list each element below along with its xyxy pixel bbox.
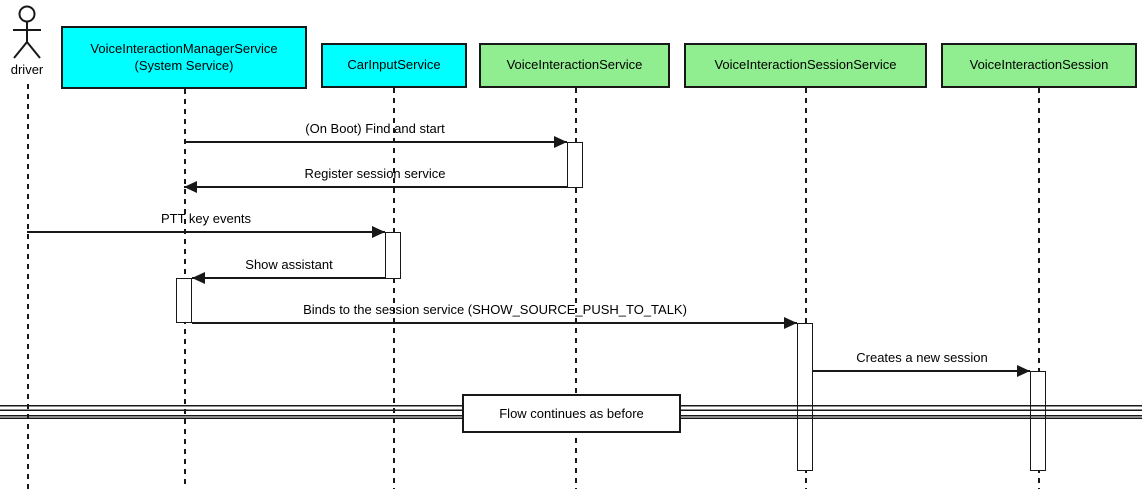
arrowhead-right-icon (554, 136, 567, 148)
message-label: Register session service (304, 166, 446, 181)
participant-name: VoiceInteractionManagerService (90, 40, 278, 56)
message-line (192, 277, 385, 279)
participant-name: CarInputService (347, 57, 441, 73)
lifeline-voiceinteractionsessionservice (805, 88, 807, 489)
message-label: (On Boot) Find and start (305, 121, 445, 136)
actor-stick-figure-icon (13, 5, 41, 59)
message-line (184, 141, 567, 143)
arrowhead-right-icon (1017, 365, 1030, 377)
activation-bar-carinputservice (385, 232, 401, 279)
participant-box-voiceinteractionservice: VoiceInteractionService (479, 43, 670, 88)
arrowhead-left-icon (184, 181, 197, 193)
lifeline-voiceinteractionservice (575, 88, 577, 489)
message-label: Show assistant (245, 257, 333, 272)
message-label: PTT key events (160, 211, 252, 226)
arrowhead-right-icon (784, 317, 797, 329)
divider-label-box: Flow continues as before (462, 394, 681, 433)
message-line (27, 231, 385, 233)
lifeline-driver (27, 84, 29, 489)
message-label: Binds to the session service (SHOW_SOURC… (303, 302, 687, 317)
message-line (184, 186, 567, 188)
message-line (813, 370, 1030, 372)
activation-bar-voiceinteractionmanagerservice (176, 278, 192, 323)
message-label: Creates a new session (856, 350, 988, 365)
participant-name: VoiceInteractionSessionService (714, 57, 897, 73)
activation-bar-voiceinteractionsessionservice (797, 323, 813, 471)
participant-box-voiceinteractionsessionservice: VoiceInteractionSessionService (684, 43, 927, 88)
message-line (192, 322, 797, 324)
divider-label: Flow continues as before (499, 406, 644, 421)
participant-subtitle: (System Service) (134, 57, 234, 73)
arrowhead-right-icon (372, 226, 385, 238)
activation-bar-voiceinteractionsession (1030, 371, 1046, 471)
participant-box-voiceinteractionmanagerservice: VoiceInteractionManagerService (System S… (61, 26, 307, 89)
participant-box-carinputservice: CarInputService (321, 43, 467, 88)
participant-name: VoiceInteractionService (506, 57, 643, 73)
participant-box-voiceinteractionsession: VoiceInteractionSession (941, 43, 1137, 88)
actor-label: driver (10, 62, 44, 77)
lifeline-carinputservice (393, 88, 395, 489)
arrowhead-left-icon (192, 272, 205, 284)
lifeline-voiceinteractionsession (1038, 88, 1040, 489)
activation-bar-voiceinteractionservice (567, 142, 583, 188)
participant-name: VoiceInteractionSession (969, 57, 1109, 73)
